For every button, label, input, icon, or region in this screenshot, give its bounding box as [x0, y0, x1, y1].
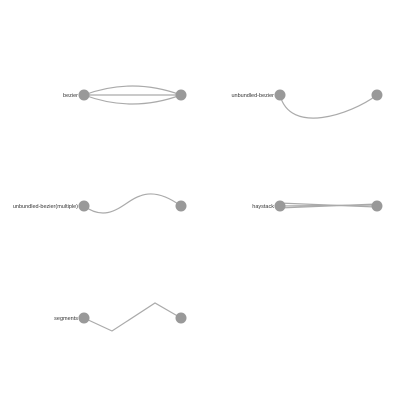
edge-bezier-lower[interactable]	[83, 94, 182, 105]
edge-haystack-3[interactable]	[278, 203, 378, 209]
graph-bezier: bezier	[63, 85, 187, 105]
node-label-segments: segments	[54, 316, 78, 322]
node-bezier-target[interactable]	[175, 89, 187, 101]
node-unbundled-bezier-source[interactable]	[274, 89, 286, 101]
node-haystack-source[interactable]	[274, 200, 286, 212]
node-unbundled-bezier-multiple-target[interactable]	[175, 200, 187, 212]
edge-segments[interactable]	[83, 302, 182, 332]
node-label-bezier: bezier	[63, 93, 78, 99]
edge-bezier-upper[interactable]	[83, 85, 182, 96]
node-unbundled-bezier-multiple-source[interactable]	[78, 200, 90, 212]
graph-segments: segments	[54, 302, 187, 332]
node-haystack-target[interactable]	[371, 200, 383, 212]
edge-unbundled-bezier-multiple[interactable]	[83, 193, 182, 214]
graph-unbundled-bezier-multiple: unbundled-bezier(multiple)	[13, 193, 187, 214]
node-label-unbundled-bezier-multiple: unbundled-bezier(multiple)	[13, 204, 78, 210]
graph-unbundled-bezier: unbundled-bezier	[231, 89, 383, 119]
node-segments-source[interactable]	[78, 312, 90, 324]
edge-unbundled-bezier[interactable]	[279, 94, 378, 119]
node-label-haystack: haystack	[252, 204, 274, 210]
node-segments-target[interactable]	[175, 312, 187, 324]
node-unbundled-bezier-target[interactable]	[371, 89, 383, 101]
graph-haystack: haystack	[252, 200, 383, 212]
node-bezier-source[interactable]	[78, 89, 90, 101]
node-label-unbundled-bezier: unbundled-bezier	[231, 93, 274, 99]
